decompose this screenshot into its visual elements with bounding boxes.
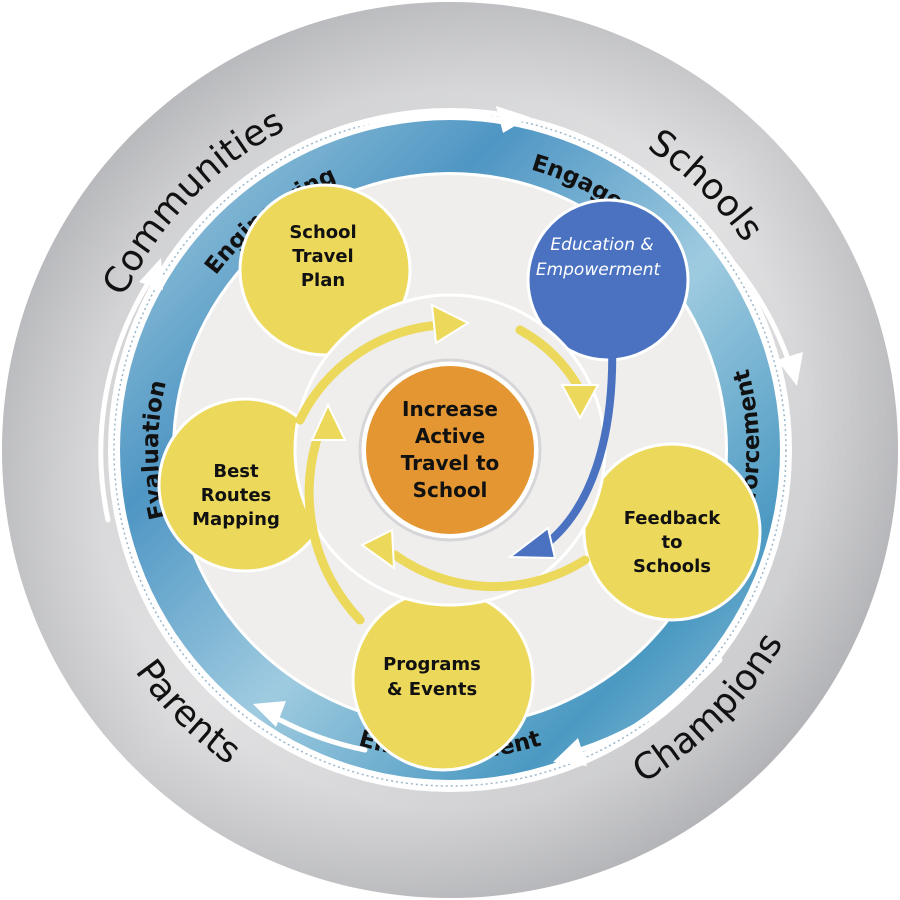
center-line: Travel to [401,451,500,475]
band-arrow-bottom-right [577,657,723,753]
band-arrow-right [732,262,793,368]
arrowhead-icon [777,352,803,386]
center-line: Increase [402,397,498,421]
band-arrow-bottom-left [277,717,368,753]
bubble-feedback-to-schools [582,442,762,622]
bubble-label: Education & [550,235,653,255]
blue-arrowhead-icon [507,526,557,560]
bubble-school-travel-plan [238,183,412,357]
center-goal [366,366,534,534]
arrowhead-icon [139,258,163,290]
bubble-label: School [289,222,356,243]
bubble-label: to [662,532,683,553]
bubble-label: Feedback [624,508,722,529]
bubble-label: Schools [633,556,711,577]
blue-swirl-arrow [541,336,617,549]
bubble-label: Programs [383,654,481,675]
bubble-label: Best [213,461,259,482]
center-text: Increase Active Travel to School [401,397,500,502]
swirl-arrowhead-icon [430,303,471,345]
swirl-arrowhead-icon [360,528,396,571]
swirl-arrowhead-icon [560,384,600,421]
band-arrow-top [357,111,503,127]
bubble-label: Mapping [192,509,280,530]
bubble-label: Travel [292,246,353,267]
bubble-label: Routes [201,485,272,506]
bubbles [157,183,762,772]
bubble-label: Empowerment [536,260,662,280]
arrowhead-icon [253,701,286,727]
center-line: School [413,478,488,502]
band-arrow-left [98,277,153,523]
arrowhead-icon [496,106,530,133]
bubble-label: Plan [301,270,345,291]
center-line: Active [415,424,485,448]
band-arrows [98,111,793,753]
bubble-education-empowerment [526,198,690,362]
bubble-label: & Events [387,679,477,700]
yellow-swirl [295,320,590,625]
dotted-ring [113,113,787,787]
swirl-arrowhead-icon [310,402,347,441]
arrowhead-icon [553,738,587,766]
